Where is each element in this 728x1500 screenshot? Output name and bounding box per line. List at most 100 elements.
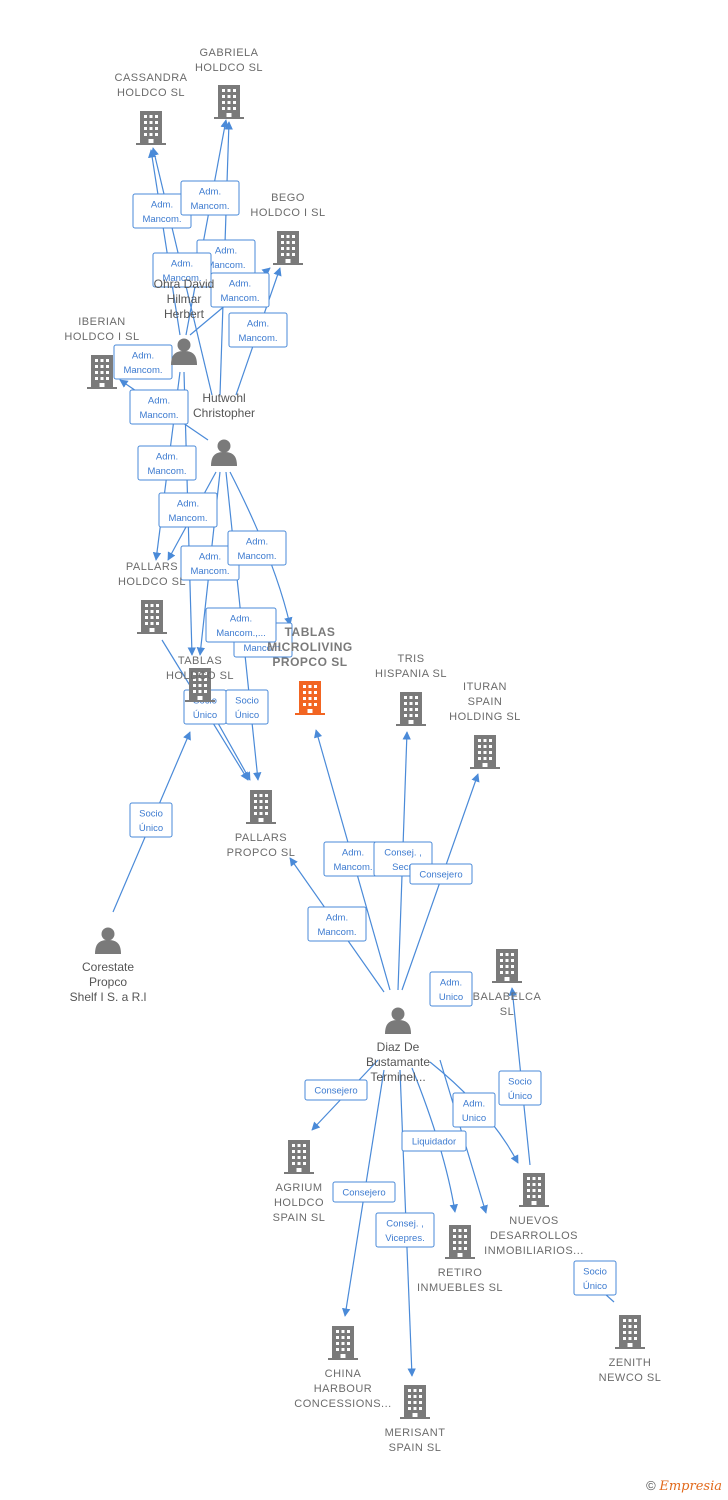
building-icon[interactable] bbox=[445, 1225, 475, 1259]
edge-label-box bbox=[375, 1212, 435, 1248]
edge-label[interactable]: Adm.Mancom.,... bbox=[205, 607, 277, 643]
edge-label-text: Único bbox=[235, 710, 259, 721]
edge-label-text: Mancom. bbox=[147, 466, 186, 477]
edge-label-text: Mancom. bbox=[237, 551, 276, 562]
building-icon[interactable] bbox=[615, 1315, 645, 1349]
edge-label-text: Mancom. bbox=[220, 293, 259, 304]
building-icon[interactable] bbox=[214, 85, 244, 119]
edge-label-text: Mancom. bbox=[190, 201, 229, 212]
edge-label-text: Adm. bbox=[156, 451, 178, 462]
edge-label-text: Adm. bbox=[171, 258, 193, 269]
edge-label[interactable]: Adm. Mancom. bbox=[137, 445, 197, 481]
node-label: HISPANIA SL bbox=[375, 668, 447, 680]
edge-label[interactable]: Adm.Mancom. bbox=[129, 389, 189, 425]
edge-label[interactable]: Adm.Mancom. bbox=[158, 492, 218, 528]
edge-label-text: Consej. , bbox=[384, 847, 422, 858]
edge-label[interactable]: Consejero bbox=[409, 863, 473, 885]
building-icon[interactable] bbox=[136, 111, 166, 145]
edge-label[interactable]: Adm.Mancom. bbox=[307, 906, 367, 942]
person-icon[interactable] bbox=[385, 1007, 411, 1035]
node-label: Propco bbox=[89, 975, 127, 989]
node-label: PALLARS bbox=[126, 561, 178, 573]
building-icon[interactable] bbox=[492, 949, 522, 983]
edge-label-text: Consejero bbox=[419, 870, 462, 881]
person-icon[interactable] bbox=[95, 927, 121, 955]
building-icon[interactable] bbox=[284, 1140, 314, 1174]
node-label: MICROLIVING bbox=[267, 640, 353, 654]
edge-label[interactable]: Adm.Mancom. bbox=[113, 344, 173, 380]
edge-label-box bbox=[137, 445, 197, 481]
building-icon[interactable] bbox=[396, 692, 426, 726]
edge-label-box bbox=[452, 1092, 496, 1128]
edge-label[interactable]: Consejero bbox=[304, 1079, 368, 1101]
building-icon[interactable] bbox=[470, 735, 500, 769]
edge-label[interactable]: Consej. ,Vicepres. bbox=[375, 1212, 435, 1248]
building-icon[interactable] bbox=[295, 681, 325, 715]
person-icon[interactable] bbox=[211, 439, 237, 467]
building-icon[interactable] bbox=[400, 1385, 430, 1419]
edge-label-text: Adm. bbox=[199, 186, 221, 197]
edge-label[interactable]: Adm.Mancom. bbox=[210, 272, 270, 308]
node-label: HOLDCO SL bbox=[195, 62, 263, 74]
node-label: Corestate bbox=[82, 960, 134, 974]
building-icon[interactable] bbox=[87, 355, 117, 389]
edge-label[interactable]: Adm.Mancom. bbox=[152, 252, 212, 288]
edge-label[interactable]: Adm.Unico bbox=[429, 971, 473, 1007]
edge-label[interactable]: Liquidador bbox=[401, 1130, 467, 1152]
node-nuevos[interactable]: NUEVOSDESARROLLOSINMOBILIARIOS... bbox=[484, 1173, 584, 1257]
edge-label[interactable]: Adm.Mancom. bbox=[323, 841, 383, 877]
building-icon[interactable] bbox=[519, 1173, 549, 1207]
edge-label[interactable]: Adm.Mancom. bbox=[228, 312, 288, 348]
edge-label-box bbox=[205, 607, 277, 643]
node-china[interactable]: CHINAHARBOURCONCESSIONS... bbox=[294, 1326, 391, 1410]
node-diaz[interactable]: Diaz DeBustamanteTerminel... bbox=[366, 1007, 430, 1085]
edge-label[interactable]: Adm. Mancom. bbox=[180, 180, 240, 216]
edge-label-text: Adm. bbox=[199, 551, 221, 562]
node-label: NEWCO SL bbox=[599, 1372, 662, 1384]
edge-label-text: Adm. bbox=[148, 395, 170, 406]
edge-label-text: Adm. bbox=[246, 536, 268, 547]
node-label: INMOBILIARIOS... bbox=[484, 1245, 584, 1257]
edge-label-box bbox=[227, 530, 287, 566]
edge-label-box bbox=[307, 906, 367, 942]
edge-label-text: Consej. , bbox=[386, 1218, 424, 1229]
person-icon[interactable] bbox=[171, 338, 197, 366]
node-label: Diaz De bbox=[377, 1040, 420, 1054]
edge-label[interactable]: Consejero bbox=[332, 1181, 396, 1203]
node-label: SPAIN bbox=[468, 696, 503, 708]
edge-label-text: Mancom.,... bbox=[216, 628, 266, 639]
building-icon[interactable] bbox=[137, 600, 167, 634]
node-label: ITURAN bbox=[463, 681, 507, 693]
building-icon[interactable] bbox=[246, 790, 276, 824]
edge-label[interactable]: Adm. Mancom. bbox=[227, 530, 287, 566]
building-icon[interactable] bbox=[328, 1326, 358, 1360]
brand-logo[interactable]: Empresia bbox=[659, 1479, 722, 1494]
building-icon[interactable] bbox=[273, 231, 303, 265]
edge-label[interactable]: Adm.Unico bbox=[452, 1092, 496, 1128]
edge-ohra-gabriela bbox=[185, 119, 229, 336]
edge-label-text: Único bbox=[193, 710, 217, 721]
edge-label[interactable]: Adm.Mancom. bbox=[180, 545, 240, 581]
